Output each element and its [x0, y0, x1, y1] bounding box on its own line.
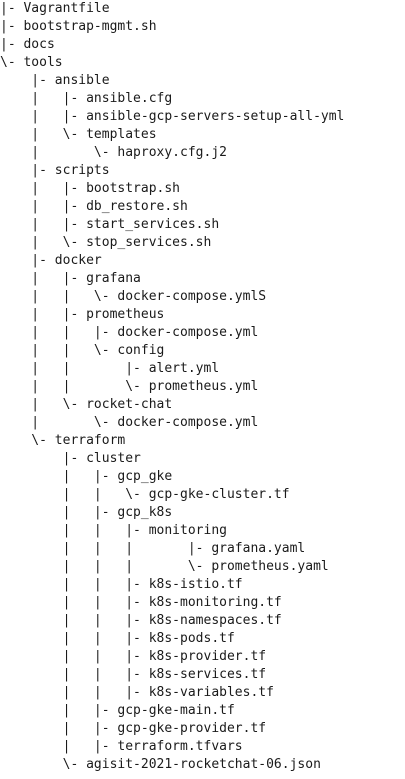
tree-line: |- bootstrap-mgmt.sh — [0, 19, 157, 34]
tree-line: | |- grafana — [0, 271, 141, 286]
tree-line: | | | \- prometheus.yaml — [0, 559, 329, 574]
tree-line: | | | |- grafana.yaml — [0, 541, 306, 556]
tree-line: |- docker — [0, 253, 102, 268]
tree-line: | | \- docker-compose.ymlS — [0, 289, 267, 304]
tree-line: | | |- k8s-variables.tf — [0, 685, 274, 700]
tree-line: | |- bootstrap.sh — [0, 181, 181, 196]
tree-line: | | |- monitoring — [0, 523, 227, 538]
tree-line: | |- ansible.cfg — [0, 91, 173, 106]
tree-line: |- scripts — [0, 163, 110, 178]
tree-line: | |- gcp-gke-provider.tf — [0, 721, 267, 736]
tree-line: | | |- k8s-services.tf — [0, 667, 267, 682]
tree-line: |- ansible — [0, 73, 110, 88]
tree-line: | |- gcp-gke-main.tf — [0, 703, 235, 718]
tree-line: | | |- k8s-monitoring.tf — [0, 595, 282, 610]
tree-line: \- agisit-2021-rocketchat-06.json — [0, 757, 321, 772]
tree-line: |- cluster — [0, 451, 141, 466]
tree-line: | |- prometheus — [0, 307, 165, 322]
tree-line: | | \- config — [0, 343, 165, 358]
tree-line: | | |- docker-compose.yml — [0, 325, 259, 340]
tree-line: | |- gcp_k8s — [0, 505, 173, 520]
tree-line: | | \- gcp-gke-cluster.tf — [0, 487, 290, 502]
tree-line: | \- rocket-chat — [0, 397, 173, 412]
tree-line: \- terraform — [0, 433, 126, 448]
tree-line: | \- haproxy.cfg.j2 — [0, 145, 227, 160]
tree-line: | |- ansible-gcp-servers-setup-all-yml — [0, 109, 345, 124]
tree-line: | | \- prometheus.yml — [0, 379, 259, 394]
tree-line: | |- terraform.tfvars — [0, 739, 243, 754]
directory-tree: |- Vagrantfile |- bootstrap-mgmt.sh |- doc… — [0, 1, 345, 772]
tree-line: | \- templates — [0, 127, 157, 142]
tree-line: | | |- alert.yml — [0, 361, 220, 376]
tree-line: | | |- k8s-pods.tf — [0, 631, 235, 646]
tree-line: | \- stop_services.sh — [0, 235, 212, 250]
tree-line: | | |- k8s-provider.tf — [0, 649, 267, 664]
tree-line: |- Vagrantfile — [0, 1, 110, 16]
tree-line: | | |- k8s-namespaces.tf — [0, 613, 282, 628]
tree-line: | | |- k8s-istio.tf — [0, 577, 243, 592]
tree-line: |- docs — [0, 37, 55, 52]
tree-line: | \- docker-compose.yml — [0, 415, 259, 430]
tree-line: | |- db_restore.sh — [0, 199, 188, 214]
tree-line: | |- gcp_gke — [0, 469, 173, 484]
tree-line: | |- start_services.sh — [0, 217, 220, 232]
tree-line: \- tools — [0, 55, 63, 70]
